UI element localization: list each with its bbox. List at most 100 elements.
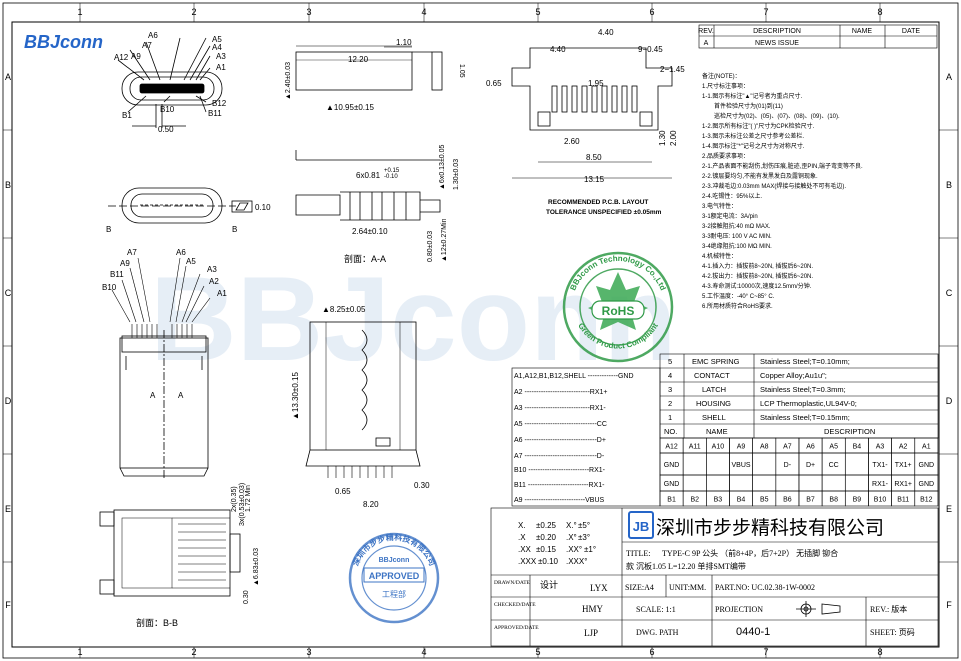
dim-label: 1.10 <box>396 38 412 47</box>
section-label: 剖面：B-B <box>136 617 178 628</box>
note-line: 5.工作温度：-40° C~85° C. <box>702 292 775 300</box>
bom-header: DESCRIPTION <box>824 427 875 436</box>
bom-desc: LCP Thermoplastic,UL94V-0; <box>760 399 857 408</box>
col-number: 5 <box>535 647 540 657</box>
checked-label: CHECKED/DATE <box>494 602 536 608</box>
pin-label: A3 <box>207 265 217 274</box>
bom-desc: Stainless Steel;T=0.3mm; <box>760 385 846 394</box>
pin-cell-text: GND <box>664 481 680 488</box>
dim-label: ▲12±0.27Min <box>441 218 448 262</box>
dim-label: 8.20 <box>363 500 379 509</box>
pin-cell-text: D- <box>784 462 792 469</box>
pin-cell-text: B3 <box>714 497 723 504</box>
row-letter: D <box>946 396 953 406</box>
drawn-role: 设计 <box>540 579 558 590</box>
pin-label: A1 <box>217 289 227 298</box>
row-letter: D <box>5 396 12 406</box>
note-line: 3-4绝缘阻抗:100 MΩ MIN. <box>702 242 772 250</box>
side-view-vertical-dims: 1.05 ▲2.40±0.03 ▲6x0.13±0.05 1.30±0.03 0… <box>285 62 465 262</box>
frame-labels: 1 2 3 4 5 6 7 8 1 2 3 4 5 6 7 8 A B C D … <box>5 7 953 657</box>
part-no-field: PART.NO: UC.02.38-1W-0002 <box>715 583 815 592</box>
rohs-badge: RoHS <box>602 304 635 318</box>
pin-cell-text: B4 <box>737 497 746 504</box>
title-label: TITLE: <box>626 549 650 558</box>
pin-label: B10 <box>160 105 175 114</box>
tol-cell: .XXX <box>518 557 537 566</box>
row-letter: F <box>5 600 11 610</box>
dim-label: 4.40 <box>598 28 614 37</box>
dim-label: 1.95 <box>588 79 604 88</box>
col-number: 8 <box>877 7 882 17</box>
pin-label: B11 <box>110 270 124 279</box>
tol-cell: ±1° <box>584 545 596 554</box>
row-letter: E <box>946 504 952 514</box>
tol-cell: ±0.10 <box>538 557 559 566</box>
pin-label: A6 <box>148 31 158 40</box>
dim-label: 2.00 <box>669 130 678 146</box>
note-line: 4-1.插入力：插拔前8~20N, 插拔后6~20N. <box>702 262 813 270</box>
pin-cell <box>914 490 939 507</box>
pcb-caption: RECOMMENDED P.C.B. LAYOUT <box>548 199 648 206</box>
note-line: 首件检验尺寸为(01)到(11) <box>714 102 783 110</box>
dim-label: 4.40 <box>550 45 566 54</box>
pin-cell-text: CC <box>829 462 839 469</box>
pin-cell-text: RX1- <box>872 481 889 488</box>
row-letter: F <box>946 600 952 610</box>
pin-label: A7 <box>127 248 137 257</box>
signal-list: A1,A12,B1,B12,SHELL -------------GND A2 … <box>514 373 634 504</box>
approval-badge: APPROVED <box>369 571 420 581</box>
note-line: 4-3.寿命测试:10000次,速度12.5mm/分钟. <box>702 282 812 290</box>
pin-cell-text: B2 <box>690 497 699 504</box>
watermark-logo: BBJconn <box>150 252 677 386</box>
tol-cell: .X° <box>566 533 577 542</box>
projection-symbol-icon <box>796 601 841 617</box>
title-line: 款 沉板1.05 L=12.20 单排SMT编带 <box>626 561 746 571</box>
side-view <box>295 45 443 221</box>
pin-cell-text: B10 <box>874 497 887 504</box>
pin-cell-text: GND <box>919 481 935 488</box>
pin-label: B12 <box>212 99 227 108</box>
dim-label: ▲6.83±0.03 <box>253 548 260 586</box>
revision-table: REV. DESCRIPTION NAME DATE A NEWS ISSUE <box>698 24 938 49</box>
dim-label: 2.60 <box>564 137 580 146</box>
bom-no: 2 <box>668 399 672 408</box>
bom-no: 3 <box>668 385 672 394</box>
front-view-right <box>305 321 421 478</box>
pin-label: A6 <box>176 248 186 257</box>
pcb-layout <box>511 47 673 179</box>
dim-label: ▲13.30±0.15 <box>291 372 300 420</box>
pin-cell-text: B9 <box>853 497 862 504</box>
drawn-name: LYX <box>590 583 608 593</box>
bom-name: HOUSING <box>696 399 731 408</box>
pin-cell-text: A7 <box>783 444 792 451</box>
side-view-dims: 1.10 12.20 ▲10.95±0.15 6x0.81 +0.15 -0.1… <box>326 38 412 264</box>
dim-label: 2−1.45 <box>660 65 685 74</box>
drawn-label: DRAWN/DATE <box>494 580 531 586</box>
signal-row: A1,A12,B1,B12,SHELL -------------GND <box>514 373 634 380</box>
row-letter: C <box>946 288 953 298</box>
col-number: 7 <box>763 7 768 17</box>
pin-cell <box>752 474 777 492</box>
top-view-pin-labels: A12 A9 A7 A6 A5 A4 A3 A1 B1 B10 B12 B11 … <box>114 31 227 134</box>
bom-header: NAME <box>706 427 728 436</box>
pin-cell-text: B5 <box>760 497 769 504</box>
pin-cell-text: A9 <box>737 444 746 451</box>
dim-label: 1.05 <box>458 64 465 78</box>
dim-label: 0.65 <box>335 487 351 496</box>
note-line: 3.电气特性： <box>702 202 737 210</box>
dim-label: 1.72 Min <box>245 485 252 512</box>
unit-field: UNIT:MM. <box>669 583 706 592</box>
section-mark: A <box>150 391 156 400</box>
pin-cell-text: VBUS <box>732 462 751 469</box>
pin-cell-text: B4 <box>853 444 862 451</box>
tol-cell: X. <box>518 521 526 530</box>
dim-label: ▲8.25±0.05 <box>322 305 366 314</box>
pin-cell-text: B6 <box>783 497 792 504</box>
dwg-field: DWG. PATH <box>636 628 679 637</box>
company-logo-mark: JB <box>633 519 650 534</box>
pin-cell-text: B11 <box>897 497 909 504</box>
pin-cell-text: TX1+ <box>895 462 912 469</box>
tol-cell: ±3° <box>578 533 590 542</box>
front-view <box>111 257 211 478</box>
title-block: JB 深圳市步步精科技有限公司 TITLE: TYPE-C 9P 公头 （前8+… <box>490 507 939 647</box>
